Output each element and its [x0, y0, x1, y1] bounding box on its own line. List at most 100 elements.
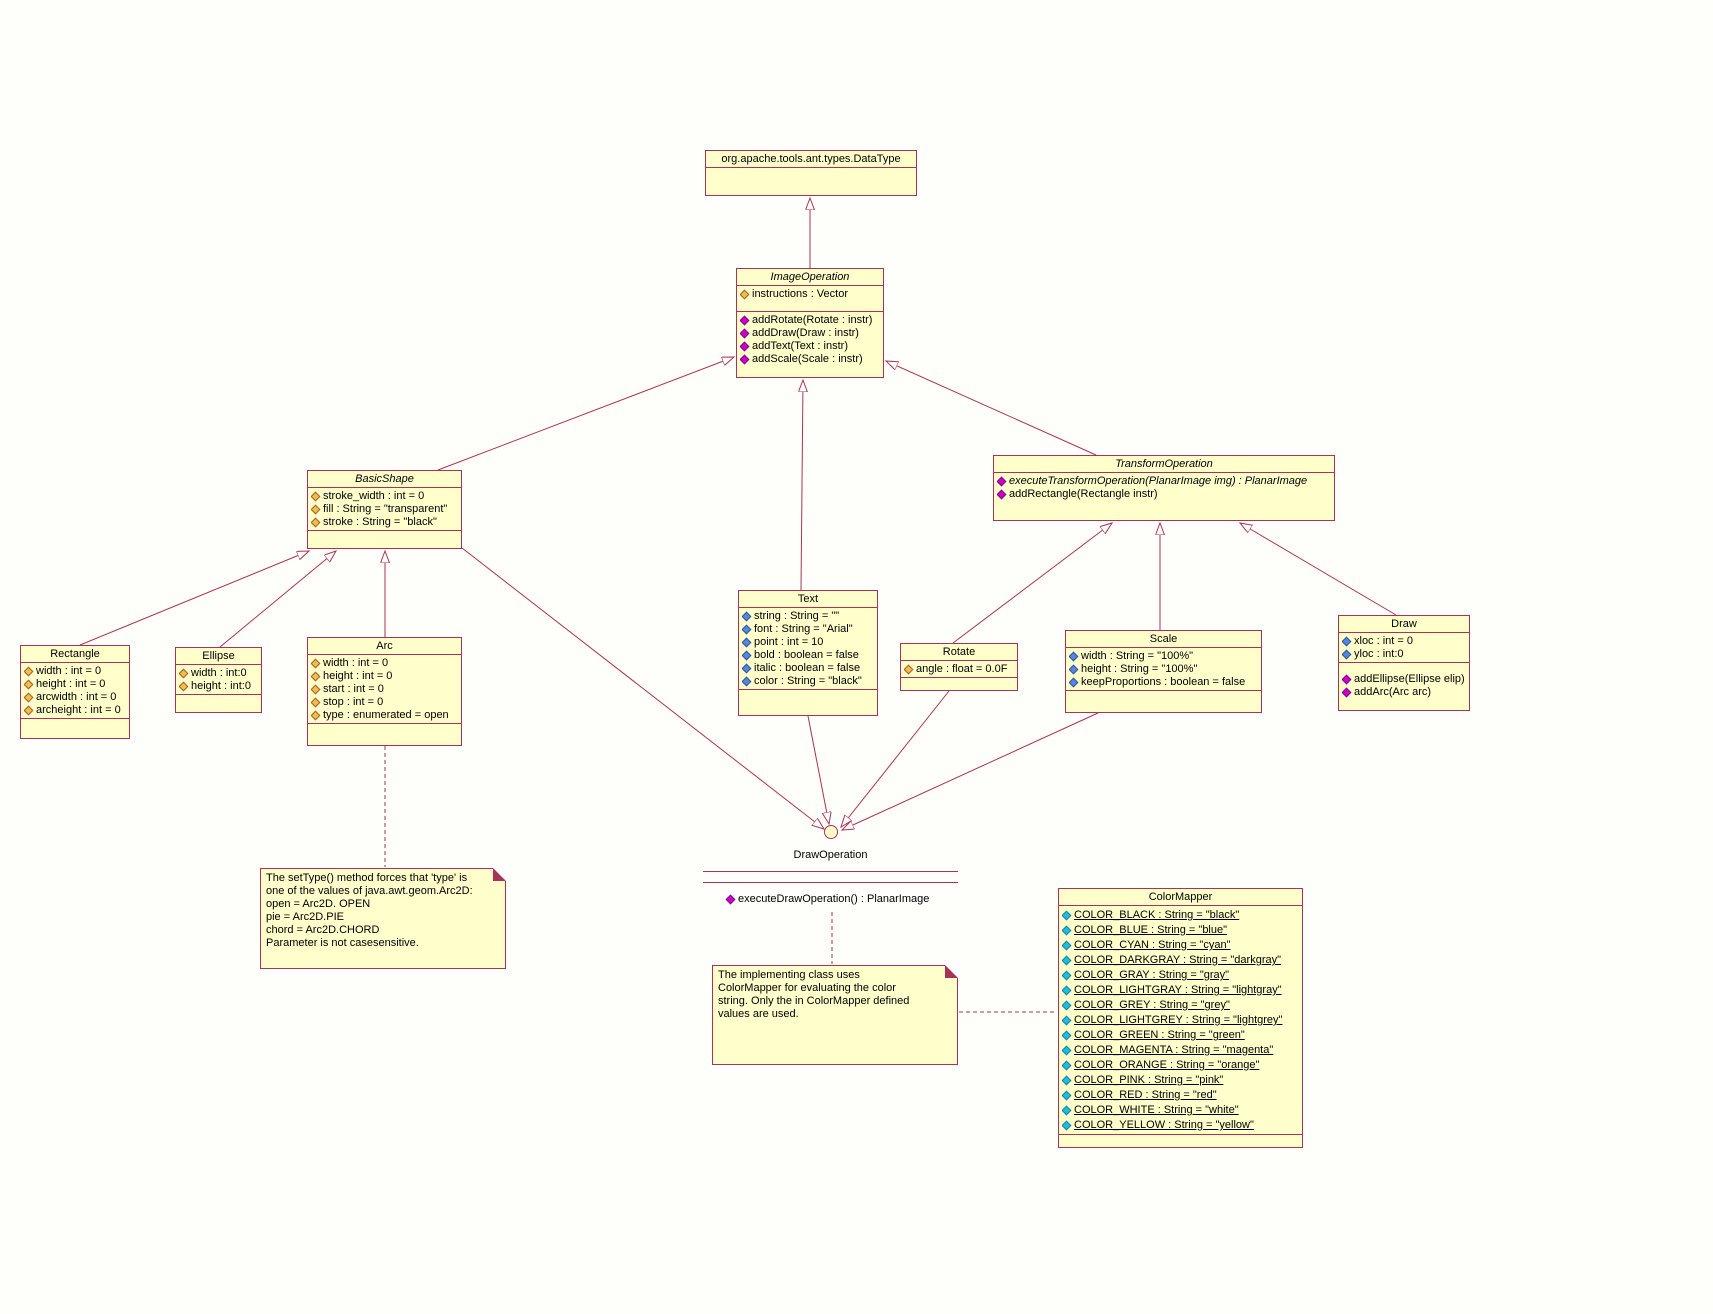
note-text-line: string. Only the in ColorMapper defined	[718, 995, 910, 1007]
operation-row: addScale(Scale : instr)	[740, 353, 881, 366]
attribute-row: height : int:0	[179, 680, 259, 693]
attribute-icon	[742, 611, 752, 622]
attribute-icon	[311, 710, 321, 721]
edge-realization[interactable]	[842, 712, 1099, 830]
attribute-label: keepProportions : boolean = false	[1081, 676, 1246, 688]
attribute-icon	[179, 668, 189, 679]
attribute-row: bold : boolean = false	[742, 649, 875, 662]
class-name: ImageOperation	[770, 271, 850, 283]
attribute-row: xloc : int = 0	[1342, 635, 1467, 648]
attribute-label: height : String = "100%"	[1081, 663, 1198, 675]
attribute-icon	[24, 666, 34, 677]
attribute-row: angle : float = 0.0F	[904, 663, 1015, 676]
attribute-row: COLOR_GREEN : String = "green"	[1062, 1028, 1300, 1043]
static-attribute-icon	[1062, 1015, 1072, 1026]
operation-label: addScale(Scale : instr)	[752, 353, 863, 365]
note-text-line: The implementing class uses	[718, 969, 860, 981]
class-name: Text	[797, 593, 819, 605]
operation-icon	[1342, 687, 1352, 698]
operations-compartment	[901, 677, 1017, 690]
attribute-icon	[1069, 664, 1079, 675]
note-text-line: one of the values of java.awt.geom.Arc2D…	[266, 885, 473, 897]
static-attribute-icon	[1062, 1000, 1072, 1011]
attribute-icon	[311, 697, 321, 708]
attribute-label: COLOR_ORANGE : String = "orange"	[1074, 1059, 1260, 1071]
operation-row: addEllipse(Ellipse elip)	[1342, 673, 1467, 686]
class-name: Rectangle	[50, 648, 100, 660]
attribute-label: instructions : Vector	[752, 288, 848, 300]
class-name: Draw	[1391, 618, 1417, 630]
edge-realization[interactable]	[461, 547, 824, 829]
class-box-text[interactable]: Text string : String = ""font : String = …	[738, 590, 878, 716]
edge-generalization[interactable]	[801, 380, 803, 591]
attribute-label: start : int = 0	[323, 683, 384, 695]
operation-row: executeDrawOperation() : PlanarImage	[725, 893, 930, 906]
operations-compartment	[21, 718, 129, 738]
attribute-label: arcwidth : int = 0	[36, 691, 117, 703]
attribute-row: COLOR_LIGHTGRAY : String = "lightgray"	[1062, 983, 1300, 998]
attributes-compartment: width : String = "100%"height : String =…	[1066, 647, 1261, 690]
operation-label: addRotate(Rotate : instr)	[752, 314, 873, 326]
class-name: BasicShape	[355, 473, 414, 485]
note-text-line: open = Arc2D. OPEN	[266, 898, 371, 910]
interface-circle-draw-operation[interactable]	[824, 825, 838, 839]
class-name: ColorMapper	[1148, 891, 1213, 903]
attribute-label: COLOR_BLUE : String = "blue"	[1074, 924, 1228, 936]
attribute-row: COLOR_GREY : String = "grey"	[1062, 998, 1300, 1013]
operations-compartment	[308, 723, 461, 745]
operation-icon	[997, 489, 1007, 500]
attribute-row: stop : int = 0	[311, 696, 459, 709]
attribute-row: COLOR_PINK : String = "pink"	[1062, 1073, 1300, 1088]
attribute-icon	[311, 658, 321, 669]
edge-generalization[interactable]	[886, 361, 1097, 456]
edge-generalization[interactable]	[1240, 523, 1397, 616]
attribute-icon	[311, 684, 321, 695]
attribute-row: COLOR_BLACK : String = "black"	[1062, 908, 1300, 923]
edge-realization[interactable]	[807, 715, 829, 824]
edge-generalization[interactable]	[437, 357, 734, 471]
attribute-row: instructions : Vector	[740, 288, 881, 301]
attribute-row: width : int = 0	[24, 665, 127, 678]
operation-row: executeTransformOperation(PlanarImage im…	[997, 475, 1332, 488]
operations-compartment	[739, 689, 877, 715]
operations-compartment: addEllipse(Ellipse elip)addArc(Arc arc)	[1339, 662, 1469, 710]
attribute-row: font : String = "Arial"	[742, 623, 875, 636]
attribute-row: width : int:0	[179, 667, 259, 680]
static-attribute-icon	[1062, 1030, 1072, 1041]
attribute-row: COLOR_MAGENTA : String = "magenta"	[1062, 1043, 1300, 1058]
attribute-row: stroke : String = "black"	[311, 516, 459, 529]
note-settype-note[interactable]: The setType() method forces that 'type' …	[260, 868, 506, 969]
operation-label: addDraw(Draw : instr)	[752, 327, 859, 339]
attribute-label: string : String = ""	[754, 610, 840, 622]
edge-realization[interactable]	[841, 690, 950, 827]
attributes-compartment: angle : float = 0.0F	[901, 660, 1017, 677]
edge-generalization[interactable]	[952, 523, 1112, 644]
attribute-row: COLOR_ORANGE : String = "orange"	[1062, 1058, 1300, 1073]
attribute-row: height : int = 0	[24, 678, 127, 691]
edge-generalization[interactable]	[79, 551, 309, 646]
edge-generalization[interactable]	[219, 551, 336, 648]
interface-name: DrawOperation	[793, 849, 868, 861]
attribute-row: COLOR_BLUE : String = "blue"	[1062, 923, 1300, 938]
attribute-label: type : enumerated = open	[323, 709, 449, 721]
attribute-label: fill : String = "transparent"	[323, 503, 448, 515]
class-box-image-operation[interactable]: ImageOperation instructions : Vector addRo…	[736, 268, 884, 378]
static-attribute-icon	[1062, 955, 1072, 966]
attribute-icon	[740, 289, 750, 300]
attribute-icon	[1342, 636, 1352, 647]
class-box-datatype[interactable]: org.apache.tools.ant.types.DataType	[705, 150, 917, 196]
attribute-row: color : String = "black"	[742, 675, 875, 688]
attribute-label: COLOR_GRAY : String = "gray"	[1074, 969, 1230, 981]
operation-label: executeDrawOperation() : PlanarImage	[738, 893, 930, 905]
